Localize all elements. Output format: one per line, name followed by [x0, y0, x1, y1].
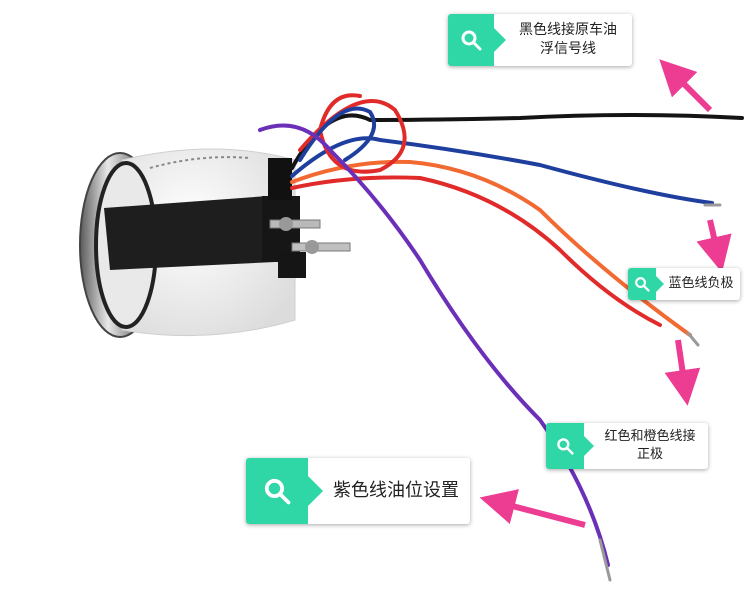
arrow-black-wire — [659, 59, 713, 113]
pointer-arrows — [479, 59, 732, 528]
callout-blue-wire-text: 蓝色线负极 — [668, 276, 734, 292]
mounting-studs — [269, 217, 351, 254]
callout-blue-wire: 蓝色线负极 — [628, 268, 740, 300]
callout-purple-wire-text: 紫色线油位设置 — [333, 479, 459, 501]
search-icon — [246, 458, 308, 524]
callout-red-orange-wire: 红色和橙色线接 正极 — [546, 423, 708, 469]
callout-purple-wire: 紫色线油位设置 — [246, 458, 470, 524]
callout-black-wire-text: 黑色线接原车油 浮信号线 — [519, 22, 617, 57]
callout-black-wire: 黑色线接原车油 浮信号线 — [448, 14, 632, 66]
callout-red-orange-wire-text: 红色和橙色线接 正极 — [604, 429, 696, 462]
search-icon — [448, 14, 494, 66]
search-icon — [628, 268, 656, 300]
arrow-red-wire — [664, 339, 701, 406]
arrow-purple-wire — [479, 489, 586, 528]
arrow-blue-wire — [696, 219, 732, 273]
search-icon — [546, 423, 584, 469]
